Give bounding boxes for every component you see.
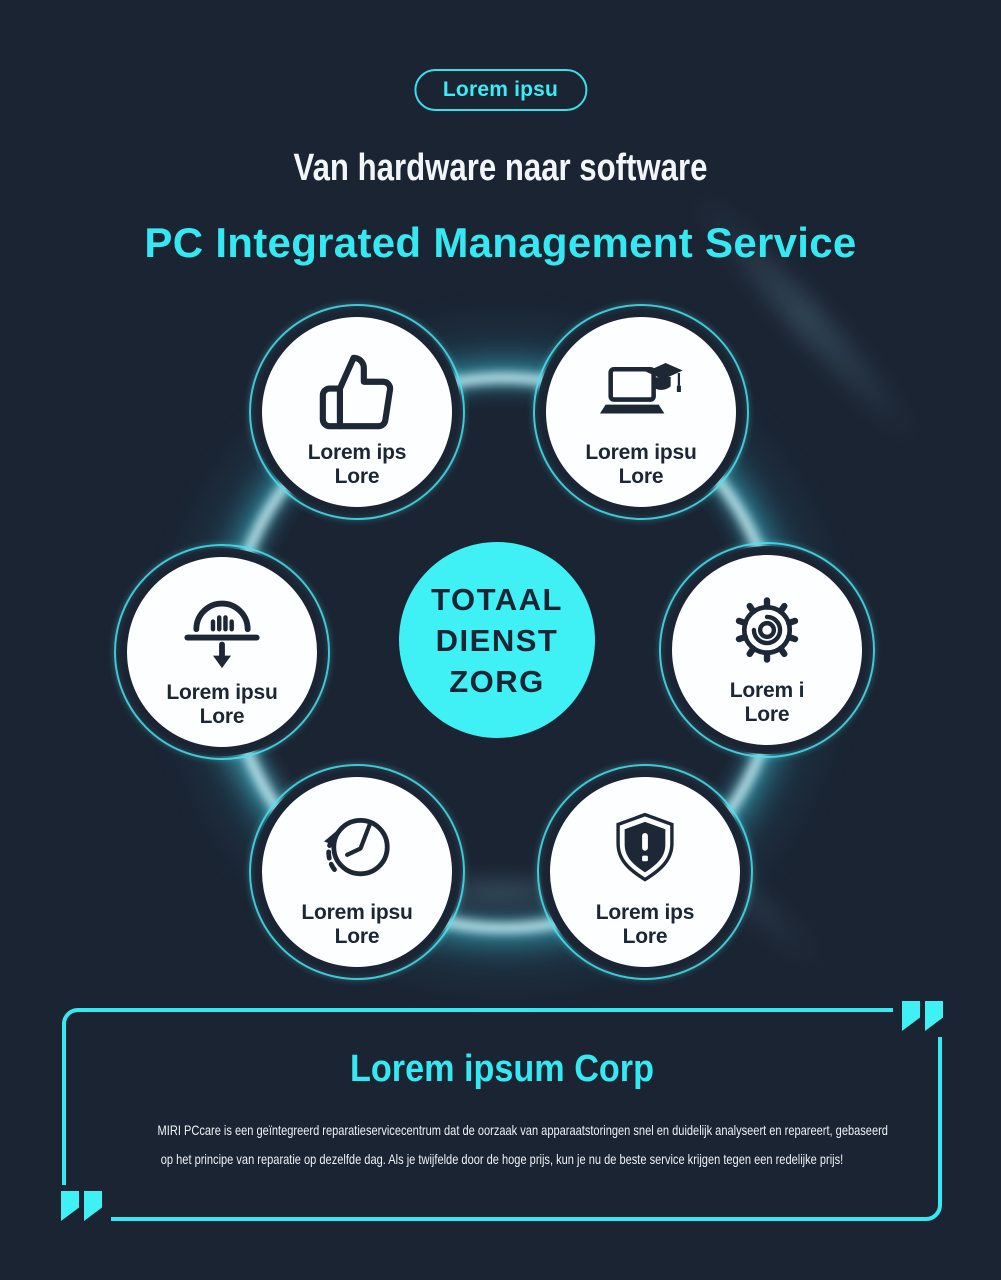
node-label: Lorem ips Lore — [308, 441, 407, 489]
shield-alert-icon — [603, 807, 687, 897]
diagram-node-same-day: Lorem ipsu Lore — [249, 764, 465, 980]
quote-box-body-line2: op het principe van reparatie op dezelfd… — [160, 1151, 844, 1167]
quote-mark-top-right — [893, 995, 952, 1037]
node-label: Lorem ips Lore — [596, 901, 695, 949]
node-label: Lorem ipsu Lore — [166, 681, 277, 729]
node-label-line2: Lore — [618, 465, 664, 488]
center-line3: ZORG — [449, 663, 545, 699]
node-label-line2: Lore — [199, 705, 245, 728]
quote-box-title: Lorem ipsum Corp — [349, 1048, 655, 1090]
diagram-node-approval: Lorem ips Lore — [249, 304, 465, 520]
diagram-node-service: Lorem ipsu Lore — [114, 544, 330, 760]
node-label: Lorem i Lore — [729, 679, 805, 727]
node-label-line2: Lore — [622, 925, 668, 948]
node-label-line2: Lore — [334, 925, 380, 948]
node-label: Lorem ipsu Lore — [585, 441, 696, 489]
center-line2: DIENST — [435, 622, 559, 658]
page-subtitle: PC Integrated Management Service — [144, 219, 857, 266]
quote-box-body-line1: MIRI PCcare is een geïntegreerd reparati… — [157, 1122, 888, 1138]
service-dome-icon — [177, 587, 267, 677]
node-label-line1: Lorem ips — [595, 901, 695, 924]
gear-icon — [723, 585, 811, 675]
diagram-node-settings: Lorem i Lore — [659, 542, 875, 758]
quote-box: Lorem ipsum Corp MIRI PCcare is een geïn… — [52, 995, 952, 1227]
node-label: Lorem ipsu Lore — [301, 901, 412, 949]
node-label-line1: Lorem ipsu — [585, 441, 697, 464]
page-title: Van hardware naar software — [293, 147, 708, 189]
node-label-line1: Lorem ipsu — [301, 901, 413, 924]
node-label-line2: Lore — [744, 703, 790, 726]
laptop-graduation-icon — [593, 347, 689, 437]
node-label-line2: Lore — [334, 465, 380, 488]
node-label-line1: Lorem ipsu — [166, 681, 278, 704]
thumbs-up-icon — [314, 347, 400, 437]
header-badge-label: Lorem ipsu — [442, 78, 559, 101]
center-line1: TOTAAL — [431, 581, 563, 617]
clock-history-icon — [312, 807, 402, 897]
node-label-line1: Lorem i — [729, 679, 805, 702]
node-label-line1: Lorem ips — [307, 441, 407, 464]
header-badge: Lorem ipsu — [413, 69, 588, 111]
diagram-node-protection: Lorem ips Lore — [537, 764, 753, 980]
center-circle: TOTAAL DIENST ZORG — [399, 542, 595, 738]
diagram-node-training: Lorem ipsu Lore — [533, 304, 749, 520]
quote-mark-bottom-left — [52, 1185, 111, 1227]
